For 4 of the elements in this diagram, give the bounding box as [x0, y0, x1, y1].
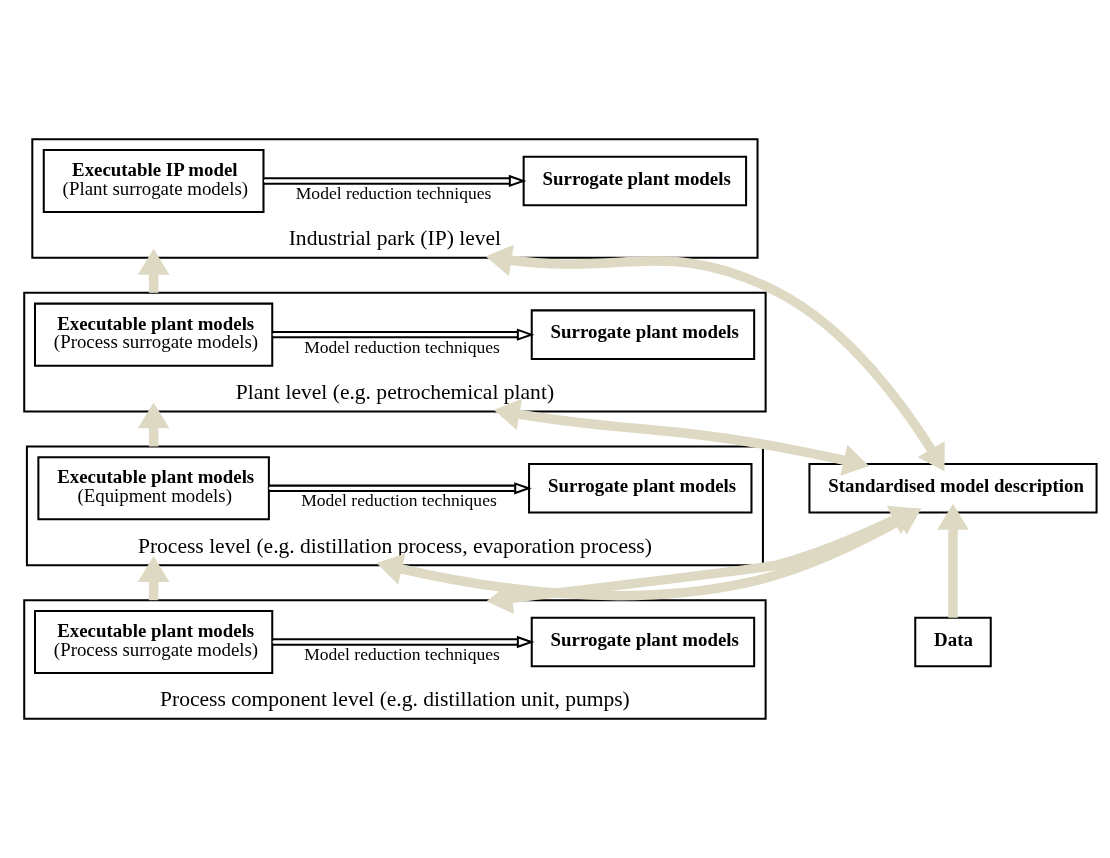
edge-label: Model reduction techniques: [301, 490, 497, 511]
edge-label: Model reduction techniques: [295, 183, 492, 204]
edge-label: Model reduction techniques: [304, 336, 500, 357]
edge-label: Model reduction techniques: [304, 644, 500, 665]
